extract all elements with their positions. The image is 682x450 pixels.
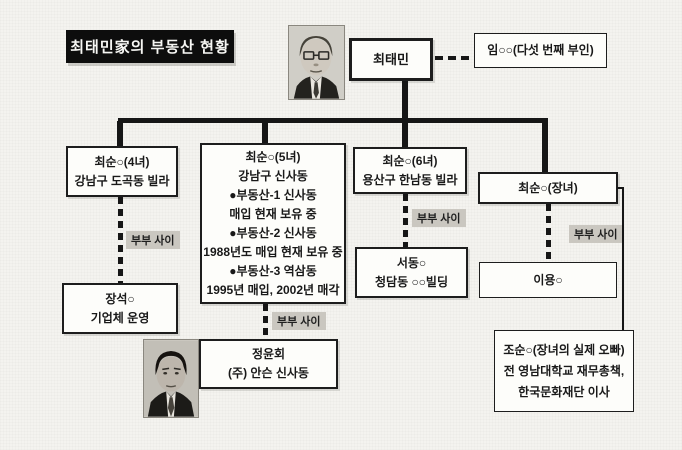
relative-connector-vertical — [622, 187, 624, 331]
marriage-line-daughter6 — [403, 194, 408, 248]
diagram-title: 최태민家의 부동산 현황 — [66, 30, 234, 63]
node-daughter6-property: 용산구 한남동 빌라 — [362, 172, 458, 187]
node-daughter5-area: 강남구 신사동 — [238, 168, 308, 183]
node-daughter5-property1: ●부동산-1 신사동 — [229, 187, 317, 202]
node-relative-brother-name: 조순○(장녀의 실제 오빠) — [503, 342, 625, 357]
node-relative-brother-role1: 전 영남대학교 재무총책, — [503, 363, 625, 378]
drop-line-daughter5 — [262, 121, 268, 145]
node-daughter6: 최순○(6녀) 용산구 한남동 빌라 — [353, 147, 467, 194]
node-choi-taemin-name: 최태민 — [373, 52, 409, 67]
jung-yoonhoe-photo — [143, 339, 199, 418]
node-spouse-daughter5-name: 정윤회 — [251, 347, 286, 361]
node-daughter5-property3-status: 1995년 매입, 2002년 매각 — [206, 282, 340, 297]
relative-connector-horizontal — [617, 187, 624, 189]
node-spouse-daughter1: 이용○ — [479, 262, 617, 298]
node-daughter4: 최순○(4녀) 강남구 도곡동 빌라 — [66, 146, 178, 197]
node-choi-taemin: 최태민 — [349, 38, 433, 81]
node-spouse-daughter4-occupation: 기업체 운영 — [90, 310, 150, 325]
node-daughter1-name: 최순○(장녀) — [518, 180, 578, 195]
marriage-label-daughter1: 부부 사이 — [569, 225, 623, 243]
marriage-label-daughter4: 부부 사이 — [126, 231, 180, 249]
node-spouse-daughter6-name: 서동○ — [396, 255, 427, 270]
drop-line-daughter1 — [542, 121, 548, 173]
node-fifth-wife-label: 임○○(다섯 번째 부인) — [487, 43, 594, 57]
node-spouse-daughter6-property: 청담동 ○○빌딩 — [374, 274, 449, 289]
node-daughter5-name: 최순○(5녀) — [245, 149, 301, 164]
node-daughter6-name: 최순○(6녀) — [382, 153, 438, 168]
node-daughter1: 최순○(장녀) — [478, 172, 618, 204]
marriage-line-daughter1 — [546, 204, 551, 263]
marriage-dashed-connector — [435, 56, 474, 60]
marriage-line-daughter4 — [118, 197, 123, 284]
node-spouse-daughter4-name: 장석○ — [105, 291, 135, 306]
node-relative-brother: 조순○(장녀의 실제 오빠) 전 영남대학교 재무총책, 한국문화재단 이사 — [494, 330, 634, 412]
node-daughter5-property3: ●부동산-3 역삼동 — [229, 263, 317, 278]
node-spouse-daughter5: 정윤회 (주) 안슨 신사동 — [199, 339, 338, 389]
node-spouse-daughter5-company: (주) 안슨 신사동 — [228, 366, 309, 380]
drop-line-daughter4 — [117, 121, 123, 147]
marriage-label-daughter5: 부부 사이 — [272, 312, 326, 330]
node-daughter5: 최순○(5녀) 강남구 신사동 ●부동산-1 신사동 매입 현재 보유 중 ●부… — [200, 143, 346, 304]
node-daughter5-property1-status: 매입 현재 보유 중 — [229, 206, 317, 221]
elderly-man-portrait-icon — [289, 26, 344, 99]
node-spouse-daughter6: 서동○ 청담동 ○○빌딩 — [355, 247, 468, 298]
node-spouse-daughter4: 장석○ 기업체 운영 — [62, 283, 178, 334]
trunk-connector-line — [402, 81, 408, 148]
marriage-label-daughter6: 부부 사이 — [412, 209, 466, 227]
man-portrait-icon — [144, 340, 198, 417]
node-spouse-daughter1-name: 이용○ — [533, 272, 563, 287]
node-fifth-wife: 임○○(다섯 번째 부인) — [474, 33, 607, 68]
node-daughter5-property2-status: 1988년도 매입 현재 보유 중 — [203, 244, 343, 259]
children-horizontal-line — [118, 118, 548, 123]
choi-taemin-photo — [288, 25, 345, 100]
node-daughter4-name: 최순○(4녀) — [94, 154, 150, 169]
node-daughter5-property2: ●부동산-2 신사동 — [229, 225, 317, 240]
marriage-line-daughter5 — [263, 304, 268, 340]
node-daughter4-property: 강남구 도곡동 빌라 — [74, 173, 170, 188]
node-relative-brother-role2: 한국문화재단 이사 — [518, 384, 610, 399]
